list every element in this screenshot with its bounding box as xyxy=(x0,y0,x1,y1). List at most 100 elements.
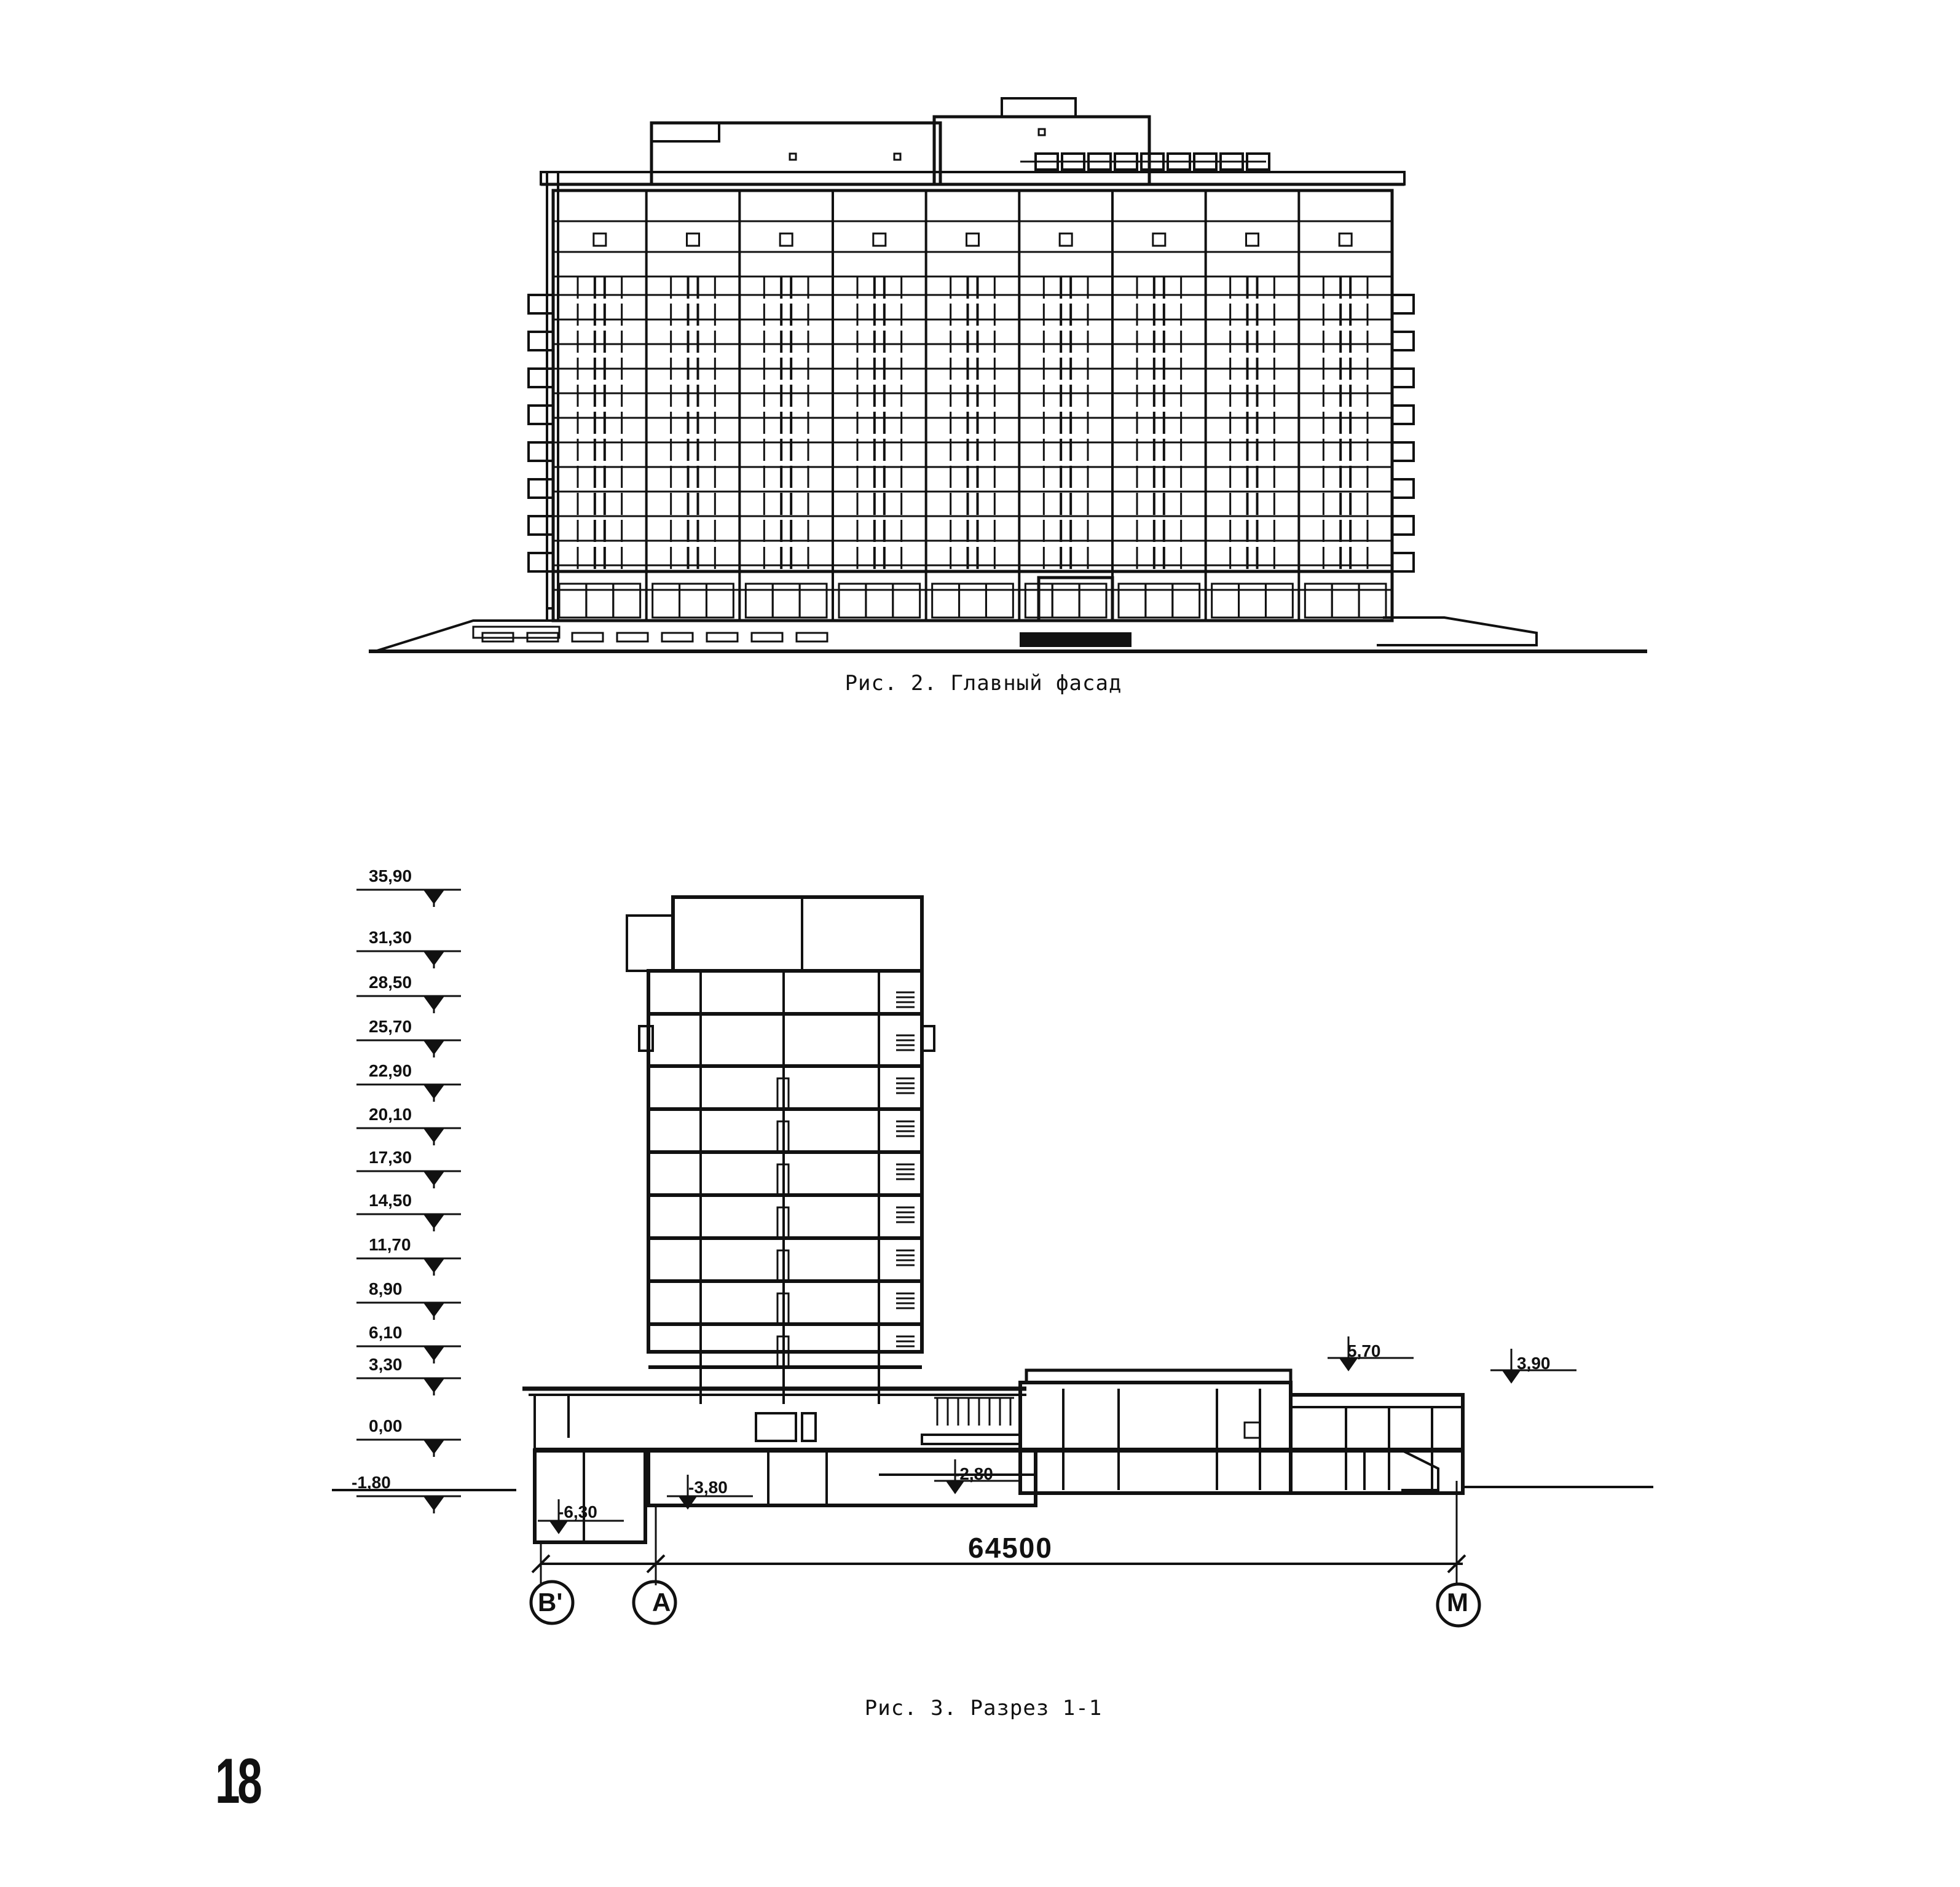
elevator-door xyxy=(776,1077,790,1110)
side-balcony-left xyxy=(527,331,554,351)
facade-elevation-lines xyxy=(369,97,1647,653)
side-balcony-left xyxy=(527,552,554,573)
axis-bubble xyxy=(632,1580,677,1625)
elevation-label: 28,50 xyxy=(369,973,412,992)
side-balcony-right xyxy=(1391,294,1415,315)
restaurant-window xyxy=(1243,1421,1261,1439)
section-caption: Рис. 3. Разрез 1-1 xyxy=(864,1696,1103,1720)
tower-outline xyxy=(647,969,924,1354)
roof-cap xyxy=(1001,97,1077,118)
small-window xyxy=(872,232,887,247)
ground-glazing xyxy=(1171,583,1201,619)
elevator-door xyxy=(776,1206,790,1239)
ground-glazing xyxy=(1304,583,1333,619)
dimension-tick xyxy=(646,1554,666,1574)
side-balcony-left xyxy=(527,294,554,315)
basement-ramp xyxy=(1401,1449,1439,1491)
elevation-label: 35,90 xyxy=(369,866,412,885)
elevation-label: 31,30 xyxy=(369,928,412,947)
roof-water-tank xyxy=(932,115,1151,186)
ground-glazing xyxy=(1331,583,1360,619)
podium-opening xyxy=(750,632,784,643)
elevation-label: 11,70 xyxy=(369,1235,411,1254)
ground-glazing xyxy=(1238,583,1267,619)
ground-glazing xyxy=(985,583,1014,619)
axis-label: М xyxy=(1447,1588,1468,1617)
elevator-door xyxy=(776,1120,790,1153)
elevation-label: 14,50 xyxy=(369,1191,412,1210)
ground-glazing xyxy=(612,583,642,619)
dimension-tick xyxy=(531,1554,551,1574)
side-balcony-right xyxy=(1391,441,1415,462)
side-balcony-left xyxy=(527,404,554,425)
left-stair-edge xyxy=(546,171,559,622)
reception-window xyxy=(755,1412,797,1442)
page-number: 18 xyxy=(215,1746,262,1817)
small-window xyxy=(1245,232,1259,247)
ground-glazing xyxy=(744,583,774,619)
roof-vent xyxy=(789,152,797,161)
overall-dimension: 64500 xyxy=(968,1532,1053,1564)
podium-slab xyxy=(472,626,561,639)
elevation-label: 3,30 xyxy=(369,1355,403,1374)
side-balcony-right xyxy=(1391,331,1415,351)
side-balcony-right xyxy=(1391,478,1415,499)
ground-glazing xyxy=(679,583,707,619)
section-drawing: 35,90 31,30 28,50 25,70 22,90 20,10 17,3… xyxy=(332,848,1672,1647)
small-window xyxy=(592,232,607,247)
side-balcony-left xyxy=(527,478,554,499)
ground-glazing xyxy=(558,583,588,619)
podium-opening xyxy=(706,632,739,643)
podium-opening xyxy=(481,632,514,643)
roof-step xyxy=(650,122,720,143)
axis-bubble xyxy=(1436,1582,1481,1628)
side-balcony-right xyxy=(1391,552,1415,573)
podium-opening xyxy=(795,632,828,643)
elevation-label: 17,30 xyxy=(369,1148,412,1167)
elevation-label: 20,10 xyxy=(369,1105,412,1124)
level-mark: 5,70 xyxy=(1347,1341,1381,1360)
small-window xyxy=(1152,232,1167,247)
elevation-label: 0,00 xyxy=(369,1416,403,1435)
ground-glazing xyxy=(1211,583,1240,619)
side-balcony-right xyxy=(1391,404,1415,425)
ground-glazing xyxy=(771,583,801,619)
elevator-door xyxy=(776,1249,790,1282)
elevation-label: 25,70 xyxy=(369,1017,412,1036)
axis-bubble xyxy=(529,1580,575,1625)
axis-label: А xyxy=(652,1588,671,1617)
right-ramp xyxy=(1377,616,1538,646)
ground-glazing xyxy=(1144,583,1174,619)
elevation-label: -1,80 xyxy=(352,1473,391,1492)
elevation-label: 8,90 xyxy=(369,1279,403,1298)
dimension-tick xyxy=(1447,1554,1466,1574)
level-mark: -2,80 xyxy=(954,1464,993,1483)
ground-glazing xyxy=(865,583,894,619)
basement-left xyxy=(533,1448,647,1544)
side-balcony-left xyxy=(527,441,554,462)
podium-opening xyxy=(661,632,694,643)
small-window xyxy=(966,232,980,247)
tower-ledge-right xyxy=(921,1025,935,1052)
roof-machine-room xyxy=(650,121,942,186)
podium-bench xyxy=(921,1434,1021,1445)
entrance-portal xyxy=(1037,576,1114,622)
level-mark: -6,30 xyxy=(558,1502,597,1521)
axis-label: В' xyxy=(538,1588,562,1617)
podium-opening xyxy=(526,632,559,643)
ground-glazing xyxy=(705,583,734,619)
small-window xyxy=(686,232,700,247)
ground-glazing xyxy=(1117,583,1147,619)
side-balcony-left xyxy=(527,515,554,536)
ground-glazing xyxy=(931,583,961,619)
roof-parapet xyxy=(540,171,1406,186)
ground-glazing xyxy=(838,583,867,619)
ground-glazing xyxy=(1078,583,1108,619)
elevation-label: 22,90 xyxy=(369,1061,412,1080)
ground-glazing xyxy=(585,583,615,619)
elevator-door xyxy=(776,1292,790,1325)
ground-glazing xyxy=(798,583,828,619)
ground-glazing xyxy=(1264,583,1294,619)
reception-door xyxy=(801,1412,817,1442)
elevation-label: 6,10 xyxy=(369,1323,403,1342)
